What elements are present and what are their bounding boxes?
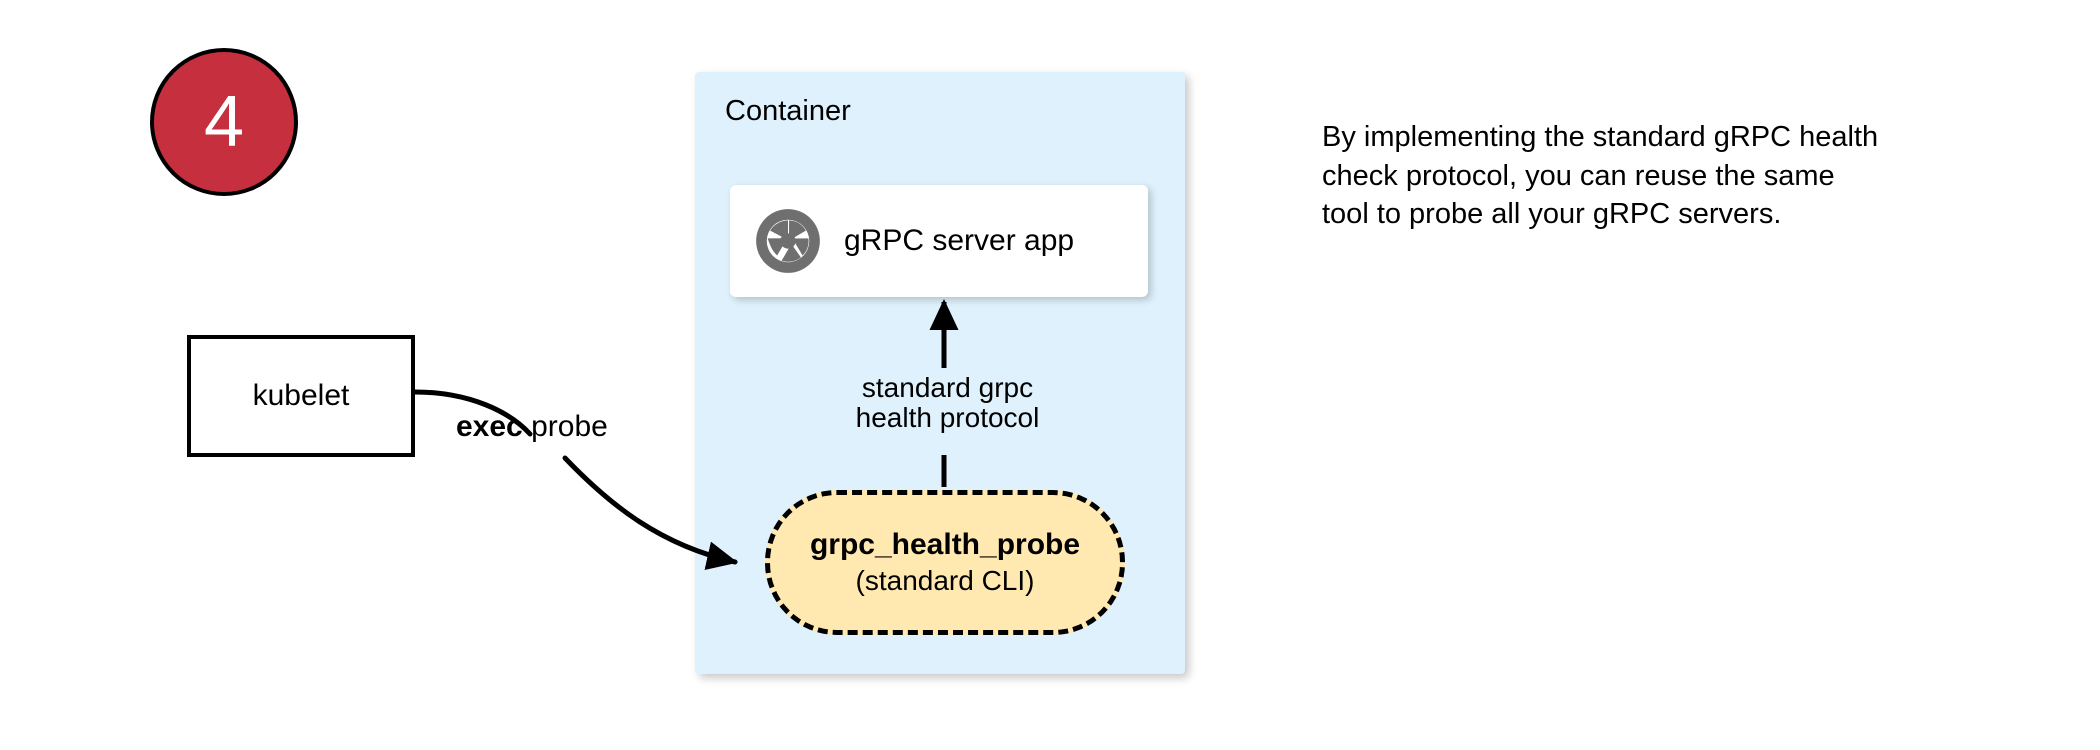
- step-number-text: 4: [203, 82, 245, 162]
- grpc-server-app-label: gRPC server app: [844, 224, 1075, 257]
- step-number-badge: 4: [150, 48, 298, 196]
- exec-probe-rest-word: probe: [522, 410, 608, 443]
- health-protocol-line-2: health protocol: [855, 401, 1040, 433]
- health-protocol-edge-label: standard grpc health protocol: [835, 373, 1060, 433]
- grpc-health-probe-subtitle: (standard CLI): [855, 564, 1035, 596]
- health-protocol-line-1: standard grpc: [861, 372, 1034, 403]
- caption-text: By implementing the standard gRPC health…: [1322, 121, 1879, 231]
- grpc-server-app-card: gRPC server app: [730, 185, 1148, 297]
- grpc-health-probe-node: grpc_health_probe (standard CLI): [765, 490, 1125, 635]
- kubelet-node: kubelet: [187, 335, 415, 457]
- grpc-health-probe-title: grpc_health_probe: [809, 528, 1081, 562]
- aperture-icon: [754, 207, 822, 275]
- container-title: Container: [725, 95, 851, 127]
- kubelet-label: kubelet: [252, 379, 350, 412]
- exec-probe-edge-label: exec probe: [456, 410, 608, 444]
- exec-probe-bold-word: exec: [456, 410, 523, 443]
